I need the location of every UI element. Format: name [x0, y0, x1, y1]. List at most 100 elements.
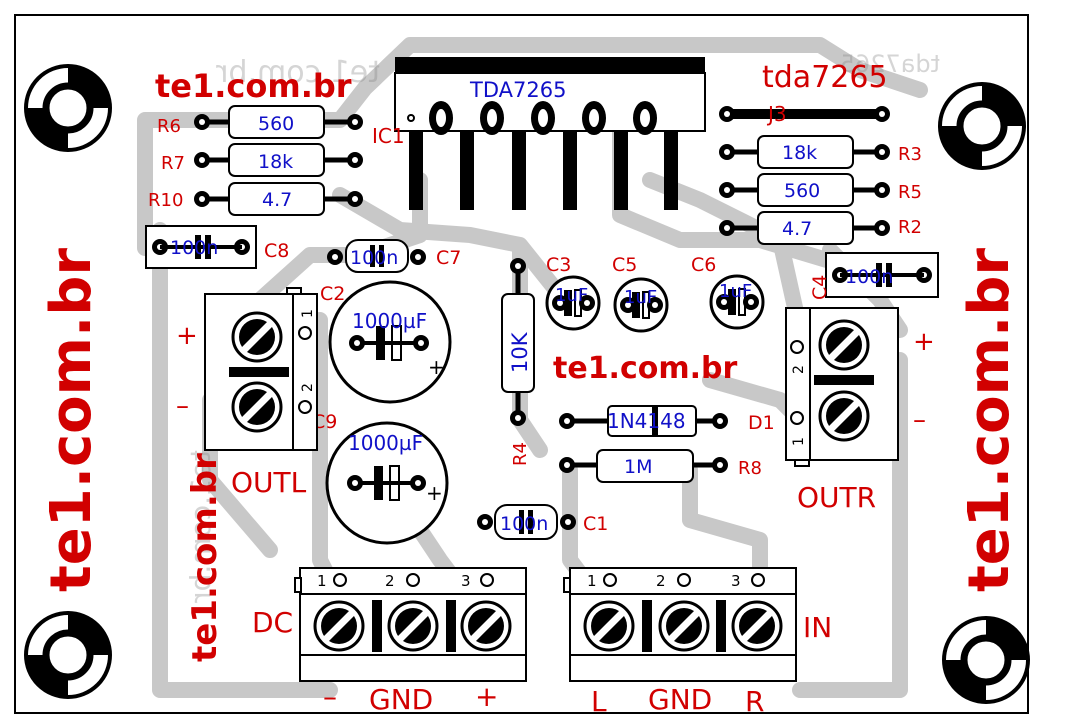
- connector-in-label-r: R: [745, 685, 764, 718]
- capacitor-c8-value: 100n: [170, 237, 218, 259]
- connector-dc-pin2: 2: [385, 572, 395, 590]
- ic-ref: IC1: [372, 124, 405, 148]
- capacitor-c1-ref: C1: [583, 513, 608, 535]
- watermark-top-right: tda7265: [762, 60, 888, 95]
- resistor-r4: 10K R4: [501, 258, 535, 466]
- resistor-r3-value: 18k: [782, 142, 817, 164]
- connector-dc-ref: DC: [252, 606, 293, 639]
- mounting-hole-top-right: [940, 84, 1024, 168]
- connector-in-pin1: 1: [587, 572, 597, 590]
- capacitor-c4-ref: C4: [809, 275, 831, 300]
- capacitor-c1: 100n C1: [477, 504, 608, 540]
- connector-in-ref: IN: [803, 611, 832, 644]
- resistor-r6: 560 R6: [157, 105, 363, 139]
- jumper-j3: J3: [719, 102, 890, 126]
- capacitor-c2: 1000µF + C2: [320, 280, 452, 404]
- capacitor-c1-value: 100n: [500, 513, 548, 535]
- connector-in-pin3: 3: [731, 572, 741, 590]
- capacitor-c8: 100n C8: [145, 225, 289, 269]
- connector-outr-ref: OUTR: [797, 481, 876, 514]
- diode-d1-ref: D1: [748, 412, 775, 434]
- mounting-hole-bottom-left: [26, 613, 110, 697]
- copper-traces: [137, 37, 928, 698]
- connector-outr-pin2: 2: [791, 365, 807, 374]
- connector-dc-label-plus: +: [475, 680, 498, 713]
- capacitor-c6-value: 1uF: [719, 281, 752, 302]
- resistor-r8-value: 1M: [624, 456, 652, 478]
- capacitor-c6: 1uF C6: [691, 254, 765, 330]
- diode-d1-value: 1N4148: [607, 409, 686, 433]
- connector-dc-label-minus: –: [323, 680, 337, 713]
- capacitor-c3: 1uF C3: [545, 254, 601, 331]
- capacitor-c7-value: 100n: [350, 247, 398, 269]
- connector-in-label-gnd: GND: [648, 683, 712, 716]
- connector-in-pin2: 2: [656, 572, 666, 590]
- resistor-r7-ref: R7: [161, 153, 185, 174]
- capacitor-c7: 100n C7: [327, 239, 461, 273]
- resistor-r6-value: 560: [258, 113, 294, 135]
- capacitor-c2-plus: +: [428, 355, 445, 379]
- connector-dc-pin1: 1: [317, 572, 327, 590]
- connector-in-label-l: L: [591, 685, 607, 718]
- capacitor-c3-value: 1uF: [555, 285, 588, 306]
- capacitor-c3-ref: C3: [546, 254, 571, 276]
- connector-outl-pin2: 2: [300, 383, 316, 392]
- diode-d1: 1N4148 D1: [559, 405, 775, 437]
- watermark-bottom-left-vertical: te1.com.br: [185, 453, 225, 662]
- ic-tda7265: TDA7265 IC1: [372, 57, 706, 210]
- resistor-r8: 1M R8: [559, 449, 762, 483]
- mounting-hole-bottom-right: [944, 618, 1028, 702]
- ic-value: TDA7265: [469, 78, 566, 102]
- resistor-r8-ref: R8: [738, 458, 762, 479]
- capacitor-c6-ref: C6: [691, 254, 716, 276]
- resistor-r2-ref: R2: [898, 217, 922, 238]
- resistor-r4-value: 10K: [508, 331, 532, 373]
- watermark-left-vertical: te1.com.br: [39, 248, 104, 592]
- capacitor-c8-ref: C8: [264, 240, 289, 262]
- resistor-r3-ref: R3: [898, 144, 922, 165]
- resistor-r10-value: 4.7: [262, 189, 292, 211]
- resistor-r2: 4.7 R2: [719, 211, 922, 245]
- resistor-r5: 560 R5: [719, 173, 922, 207]
- connector-dc-pin3: 3: [461, 572, 471, 590]
- jumper-ref: J3: [766, 102, 787, 126]
- connector-outl-pin1: 1: [300, 309, 316, 318]
- capacitor-c9-value: 1000µF: [348, 431, 423, 455]
- capacitor-c4-value: 100n: [845, 266, 893, 288]
- connector-outl-ref: OUTL: [231, 466, 307, 499]
- capacitor-c5-value: 1uF: [624, 287, 657, 308]
- connector-outr: 2 1 + – OUTR: [785, 307, 935, 514]
- resistor-r7: 18k R7: [161, 143, 363, 177]
- capacitor-c4: 100n C4: [809, 252, 939, 300]
- connector-outr-plus: +: [913, 327, 935, 357]
- mounting-hole-top-left: [26, 66, 110, 150]
- capacitor-c2-value: 1000µF: [352, 309, 427, 333]
- connector-outl-minus: –: [176, 391, 189, 421]
- connector-dc: 1 2 3 DC – GND +: [252, 567, 527, 716]
- resistor-r5-ref: R5: [898, 182, 922, 203]
- watermark-center: te1.com.br: [553, 351, 737, 386]
- resistor-r6-ref: R6: [157, 116, 181, 137]
- resistor-r4-ref: R4: [510, 442, 531, 466]
- capacitor-c5-ref: C5: [612, 254, 637, 276]
- resistor-r10: 4.7 R10: [148, 182, 363, 216]
- mirrored-watermark-top-right: tda7265: [840, 50, 940, 78]
- watermark-top-left: te1.com.br: [155, 67, 352, 105]
- watermark-right-vertical: te1.com.br: [957, 248, 1022, 592]
- connector-outr-minus: –: [913, 405, 926, 435]
- connector-outl: 1 2 + – OUTL: [176, 287, 318, 499]
- capacitor-c9: 1000µF + C9: [312, 411, 449, 545]
- resistor-r7-value: 18k: [258, 151, 293, 173]
- connector-dc-label-gnd: GND: [369, 683, 433, 716]
- connector-in: 1 2 3 IN L GND R: [563, 567, 832, 718]
- mirrored-watermark-bottom-left: te1.com.br: [184, 450, 217, 603]
- resistor-r5-value: 560: [784, 180, 820, 202]
- capacitor-c2-ref: C2: [320, 283, 345, 305]
- capacitor-c5: 1uF C5: [612, 254, 669, 333]
- resistor-r3: 18k R3: [719, 135, 922, 169]
- resistor-r10-ref: R10: [148, 190, 183, 211]
- mirrored-watermark-top-left: te1.com.br: [216, 55, 380, 90]
- connector-outr-pin1: 1: [791, 437, 807, 446]
- resistor-r2-value: 4.7: [782, 218, 812, 240]
